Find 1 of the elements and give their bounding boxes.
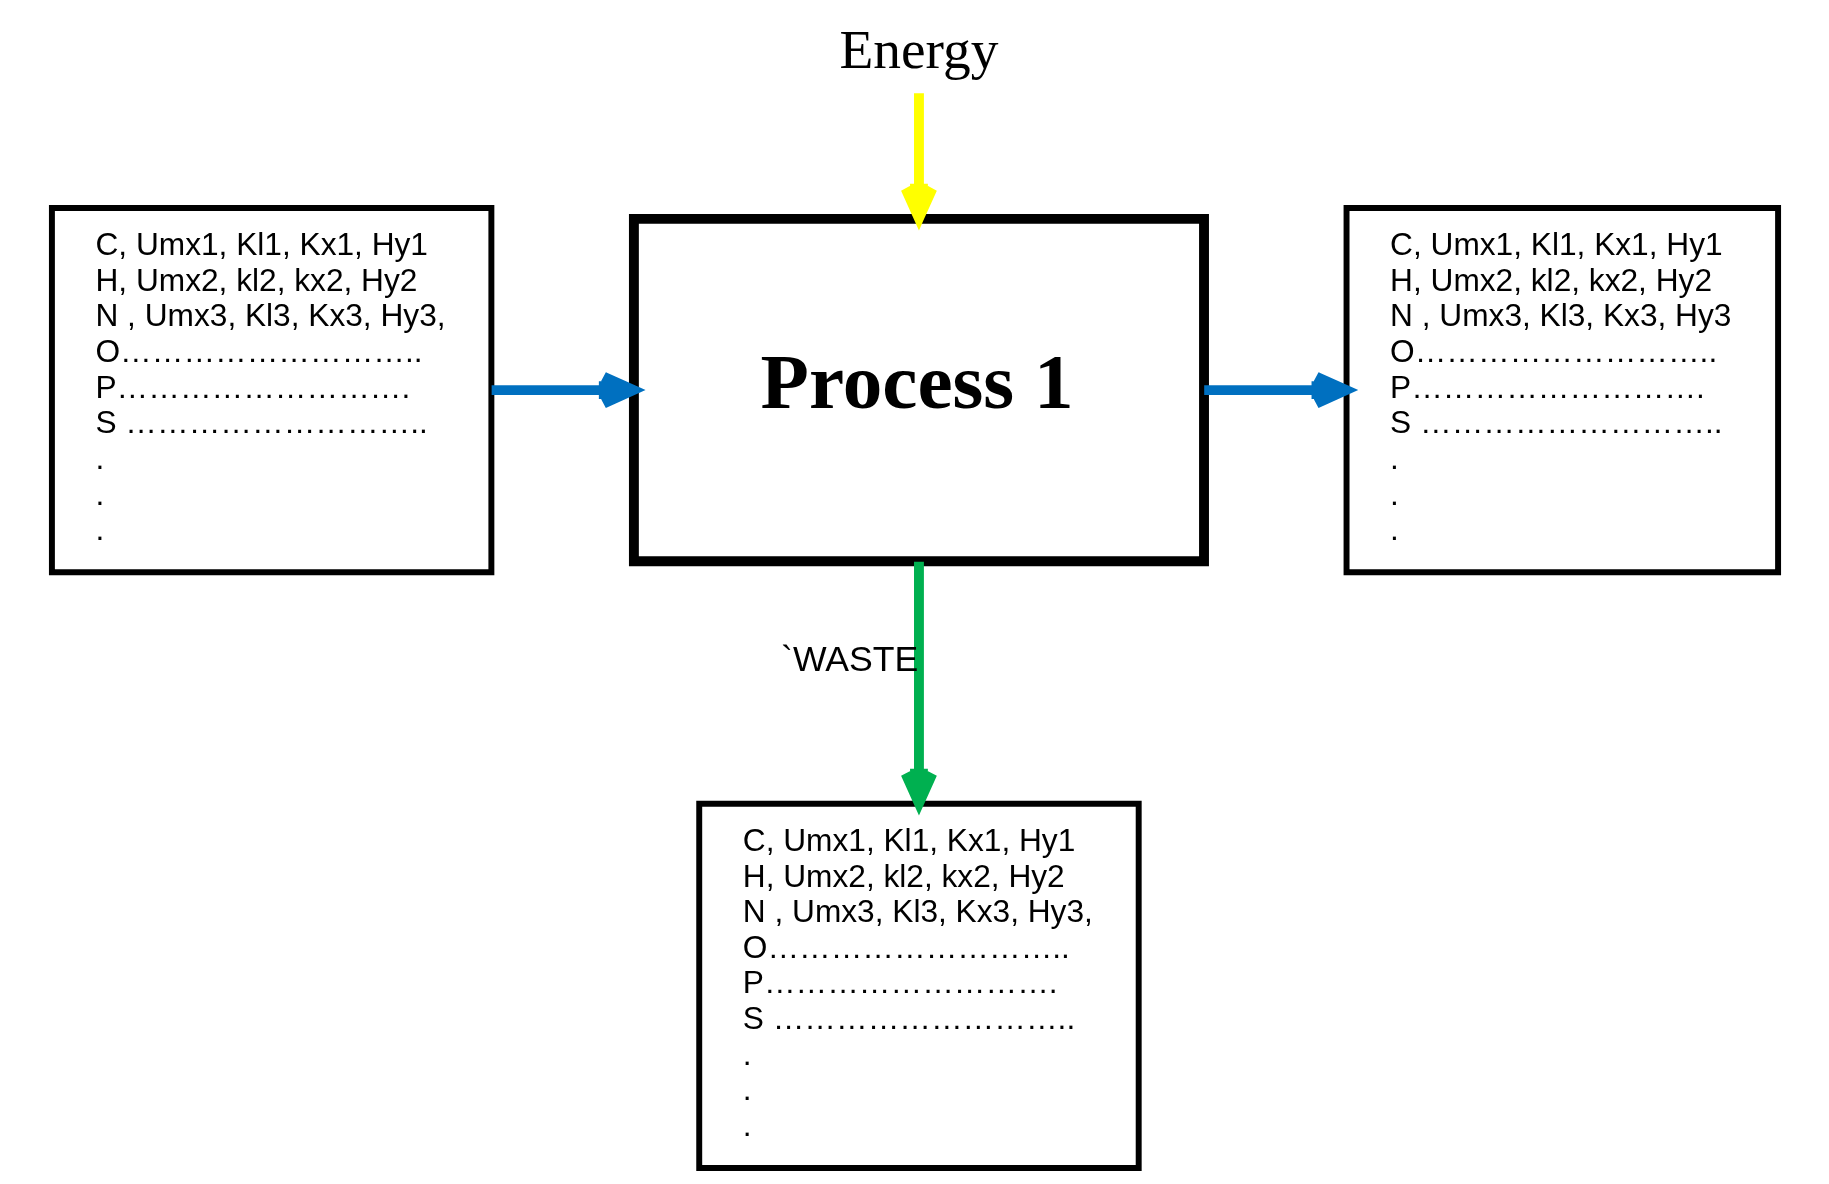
node-text: Energy bbox=[838, 19, 998, 81]
